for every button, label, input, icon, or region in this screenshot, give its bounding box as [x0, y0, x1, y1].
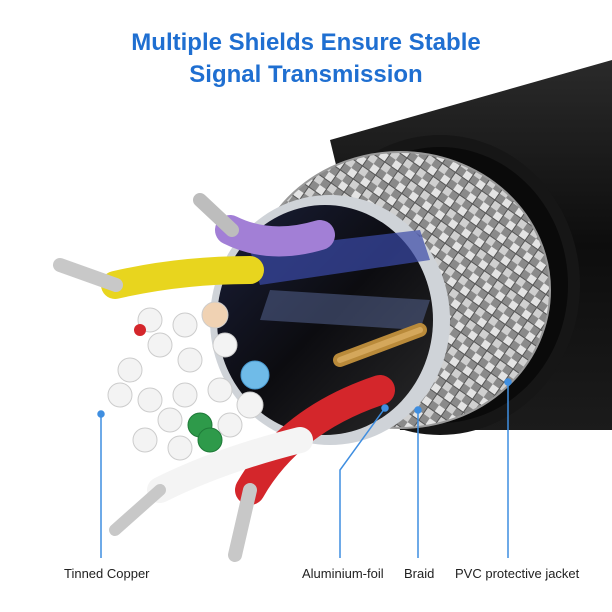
drain-wire — [333, 323, 427, 367]
label-tinned-copper: Tinned Copper — [64, 566, 150, 581]
yellow-wire — [53, 256, 264, 299]
label-braid: Braid — [404, 566, 435, 581]
label-aluminium-foil: Aluminium-foil — [302, 566, 384, 581]
headline-line-1: Multiple Shields Ensure Stable — [131, 29, 481, 56]
wire-pair-bundle — [107, 301, 270, 461]
headline-line-2: Signal Transmission — [189, 61, 423, 88]
white-wire-lower — [109, 427, 313, 536]
leader-lines — [97, 378, 512, 558]
label-pvc-jacket: PVC protective jacket — [455, 566, 580, 581]
purple-wire — [193, 193, 335, 257]
